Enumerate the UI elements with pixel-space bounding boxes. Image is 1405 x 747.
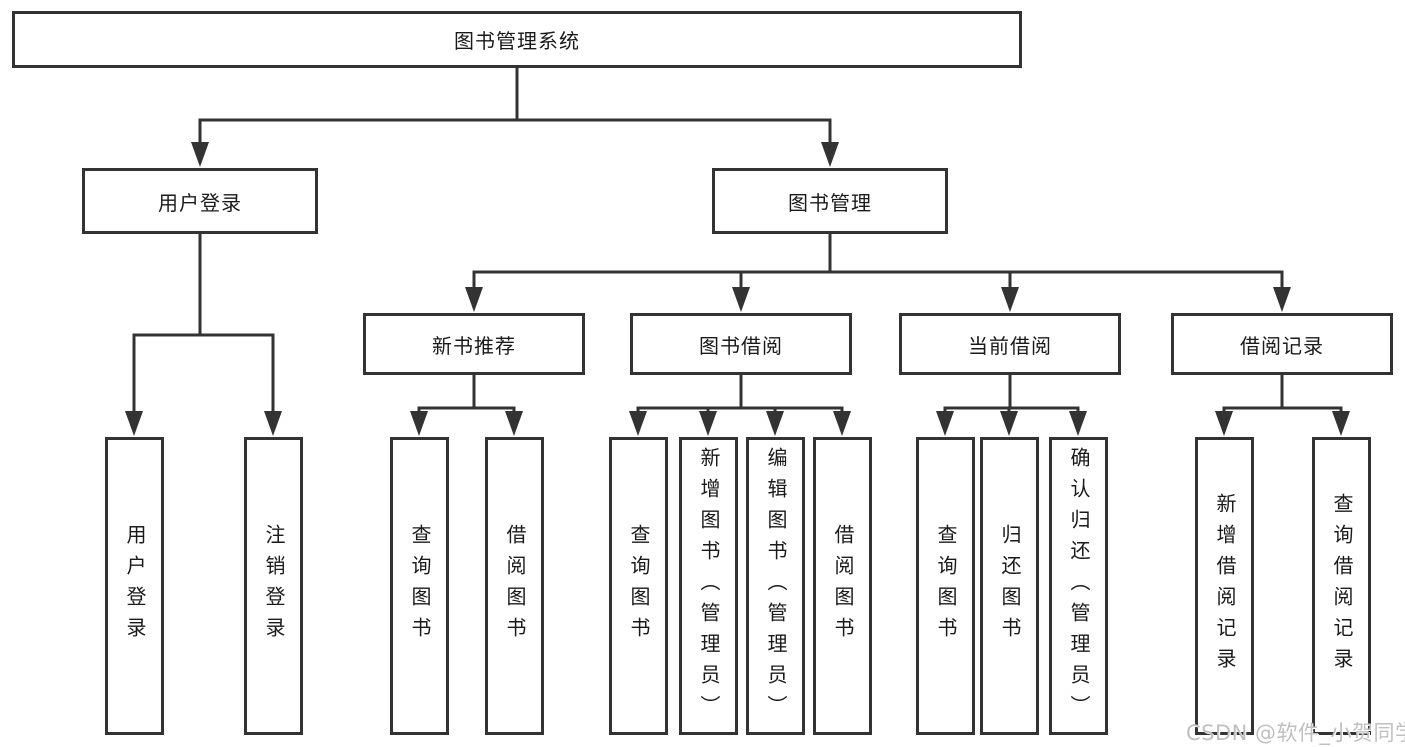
arrow-down-icon bbox=[732, 287, 750, 312]
arrow-down-icon bbox=[833, 411, 851, 436]
arrow-down-icon bbox=[1001, 287, 1019, 312]
arrow-down-icon bbox=[410, 411, 428, 436]
leaf-label: 借阅图书 bbox=[503, 524, 527, 648]
connector-arrows bbox=[125, 142, 1350, 436]
node-label: 图书管理 bbox=[788, 190, 872, 215]
leaf-label: 归还图书 bbox=[998, 524, 1022, 648]
leaf-logout: 注销登录 bbox=[244, 437, 303, 735]
leaf-edit-books-admin: 编辑图书（管理员） bbox=[746, 437, 805, 735]
leaf-add-borrow-record: 新增借阅记录 bbox=[1195, 437, 1254, 735]
arrow-down-icon bbox=[1273, 287, 1291, 312]
leaf-label: 确认归还（管理员） bbox=[1067, 446, 1091, 726]
node-current-borrowing: 当前借阅 bbox=[899, 313, 1121, 375]
leaf-label: 查询图书 bbox=[934, 524, 958, 648]
leaf-label: 查询借阅记录 bbox=[1330, 493, 1354, 679]
node-library-management-system: 图书管理系统 bbox=[12, 11, 1022, 68]
leaf-borrow-books: 借阅图书 bbox=[813, 437, 872, 735]
node-user-login: 用户登录 bbox=[82, 168, 318, 234]
arrow-down-icon bbox=[125, 411, 143, 436]
leaf-return-books: 归还图书 bbox=[980, 437, 1039, 735]
leaf-label: 编辑图书（管理员） bbox=[764, 446, 788, 726]
node-label: 借阅记录 bbox=[1240, 333, 1324, 358]
leaf-label: 借阅图书 bbox=[831, 524, 855, 648]
arrow-down-icon bbox=[1000, 411, 1018, 436]
leaf-query-borrow-record: 查询借阅记录 bbox=[1312, 437, 1371, 735]
node-new-book-recommend: 新书推荐 bbox=[363, 313, 585, 375]
leaf-label: 新增图书（管理员） bbox=[697, 446, 721, 726]
leaf-label: 注销登录 bbox=[262, 524, 286, 648]
csdn-watermark: CSDN @软件_小贺同学 bbox=[1186, 721, 1405, 745]
arrow-down-icon bbox=[821, 142, 839, 167]
node-label: 当前借阅 bbox=[968, 333, 1052, 358]
leaf-label: 用户登录 bbox=[123, 524, 147, 648]
arrow-down-icon bbox=[1215, 411, 1233, 436]
arrow-down-icon bbox=[465, 287, 483, 312]
leaf-label: 新增借阅记录 bbox=[1213, 493, 1237, 679]
arrow-down-icon bbox=[1332, 411, 1350, 436]
node-label: 图书借阅 bbox=[699, 333, 783, 358]
node-label: 新书推荐 bbox=[432, 333, 516, 358]
node-label: 用户登录 bbox=[158, 190, 242, 215]
leaf-borrow-books-recommend: 借阅图书 bbox=[485, 437, 544, 735]
arrow-down-icon bbox=[264, 411, 282, 436]
leaf-label: 查询图书 bbox=[408, 524, 432, 648]
arrow-down-icon bbox=[766, 411, 784, 436]
leaf-label: 查询图书 bbox=[627, 524, 651, 648]
leaf-user-login: 用户登录 bbox=[105, 437, 164, 735]
node-book-borrowing: 图书借阅 bbox=[630, 313, 852, 375]
arrow-down-icon bbox=[699, 411, 717, 436]
leaf-query-books-borrowing: 查询图书 bbox=[609, 437, 668, 735]
node-label: 图书管理系统 bbox=[454, 29, 580, 53]
node-borrowing-records: 借阅记录 bbox=[1171, 313, 1393, 375]
arrow-down-icon bbox=[1069, 411, 1087, 436]
leaf-confirm-return-admin: 确认归还（管理员） bbox=[1049, 437, 1108, 735]
node-book-management: 图书管理 bbox=[712, 168, 948, 234]
arrow-down-icon bbox=[936, 411, 954, 436]
arrow-down-icon bbox=[629, 411, 647, 436]
leaf-add-books-admin: 新增图书（管理员） bbox=[679, 437, 738, 735]
leaf-query-books-current: 查询图书 bbox=[916, 437, 975, 735]
leaf-query-books-recommend: 查询图书 bbox=[390, 437, 449, 735]
arrow-down-icon bbox=[505, 411, 523, 436]
arrow-down-icon bbox=[191, 142, 209, 167]
